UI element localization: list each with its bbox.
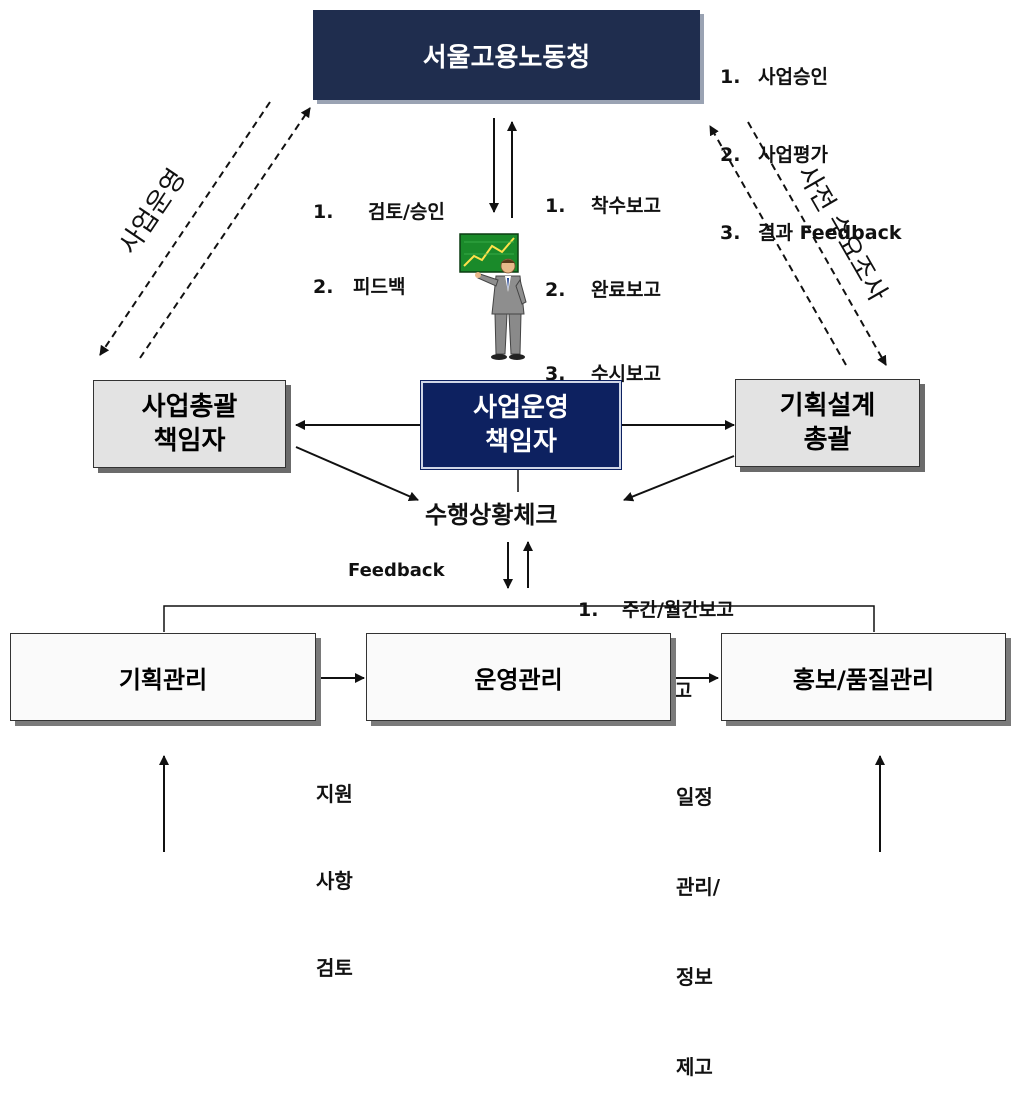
review-list-item: 2.피드백: [313, 276, 406, 298]
report-item: 1.착수보고: [545, 195, 661, 217]
planning-management-label: 기획관리: [118, 665, 208, 694]
operation-management-label: 운영관리: [474, 665, 563, 694]
schedule-management-label: 일정 관리/ 정보 제고: [676, 785, 721, 1079]
seoul-labor-office-box: 서울고용노동청: [313, 10, 700, 100]
planning-management-box: 기획관리: [10, 633, 316, 721]
operation-manager-line2: 책임자: [485, 427, 557, 457]
feedback-label: Feedback: [348, 560, 445, 581]
business-director-box: 사업총괄 책임자: [93, 380, 286, 468]
review-list: 1.검토/승인 2.피드백: [313, 150, 445, 325]
planning-design-box: 기획설계 총괄: [735, 379, 920, 467]
review-list-item: 1.검토/승인: [313, 201, 445, 223]
weekly-report-item: 1.주간/월간보고: [578, 599, 734, 621]
top-list-item: 2.사업평가: [720, 144, 828, 166]
dashed-arrow-right-down: [747, 121, 887, 366]
support-review-label: 지원 사항 검토: [316, 782, 353, 980]
arrow-right-to-check: [623, 455, 735, 502]
operation-management-box: 운영관리: [366, 633, 671, 721]
operation-manager-box: 사업운영 책임자: [420, 380, 622, 470]
operation-manager-line1: 사업운영: [473, 393, 569, 423]
top-list-item: 1.사업승인: [720, 66, 828, 88]
seoul-labor-office-label: 서울고용노동청: [422, 42, 591, 73]
top-list: 1.사업승인 2.사업평가 3.결과 Feedback: [720, 12, 901, 272]
dashed-arrow-left-up: [139, 107, 311, 359]
pr-quality-management-box: 홍보/품질관리: [721, 633, 1006, 721]
business-director-line1: 사업총괄: [141, 392, 238, 422]
presenter-with-chart-icon: [459, 233, 527, 360]
dashed-arrow-left-down: [99, 101, 271, 356]
report-item: 2.완료보고: [545, 279, 661, 301]
business-director-line2: 책임자: [153, 426, 226, 456]
report-item: 3.수시보고: [545, 363, 661, 385]
report-list-top: 1.착수보고 2.완료보고 3.수시보고: [545, 136, 661, 416]
pr-quality-management-label: 홍보/품질관리: [792, 665, 935, 694]
planning-design-line2: 총괄: [803, 425, 852, 455]
arrow-left-to-check: [295, 446, 419, 501]
bottom-bracket: [163, 605, 875, 632]
planning-design-line1: 기획설계: [779, 391, 876, 421]
connector-layer: [99, 101, 887, 852]
top-list-item: 3.결과 Feedback: [720, 222, 902, 244]
dashed-arrow-right-up: [709, 125, 847, 366]
performance-check-label: 수행상황체크: [425, 501, 558, 529]
